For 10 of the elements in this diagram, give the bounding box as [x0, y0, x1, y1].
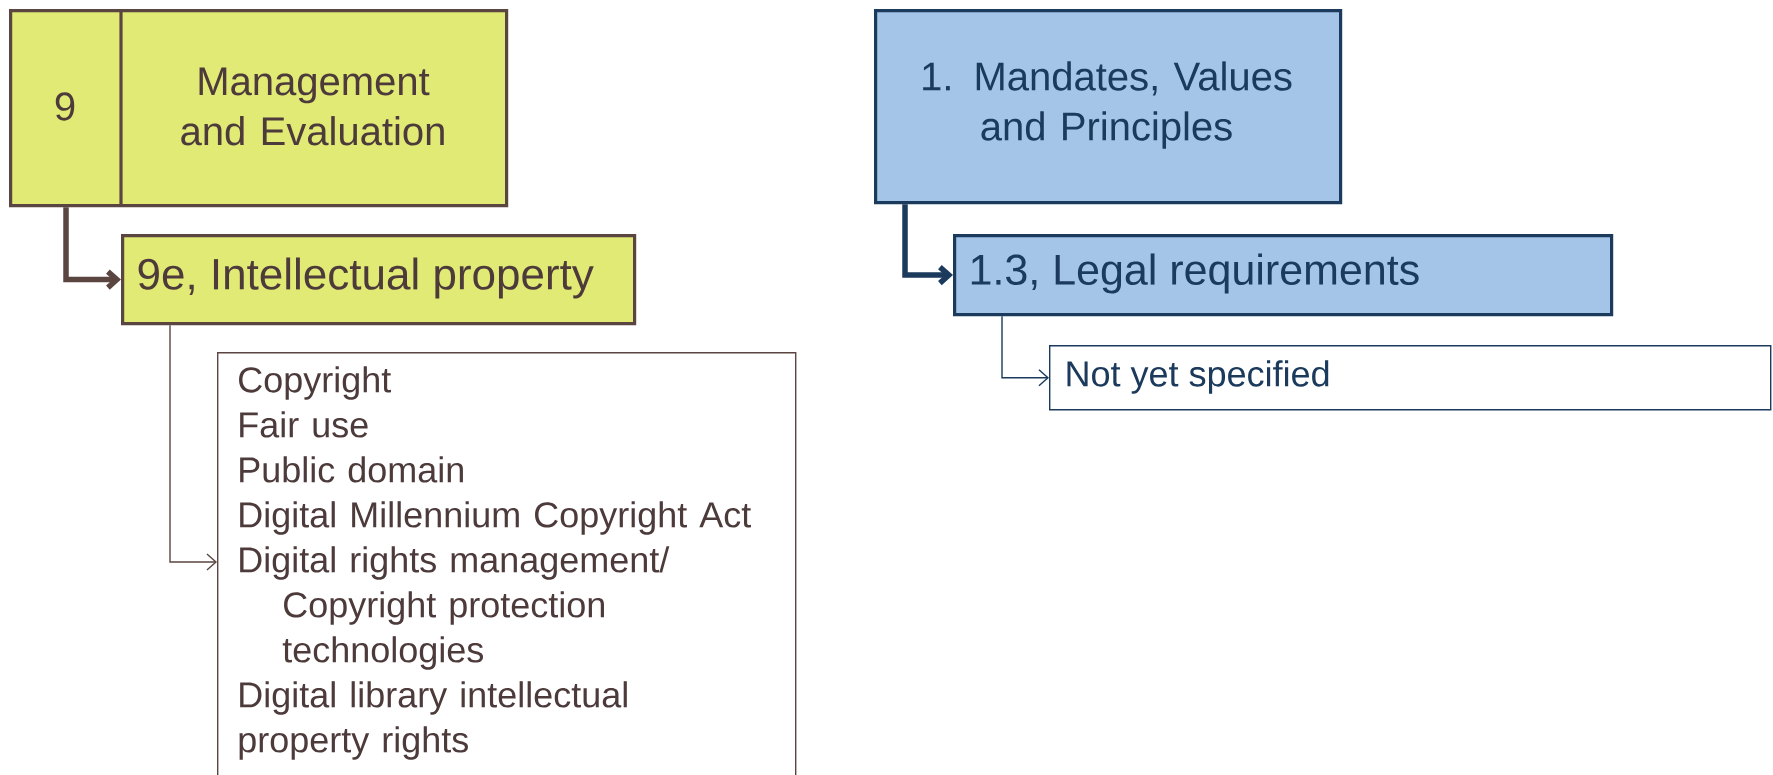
arrow: [902, 204, 953, 286]
arrow: [63, 207, 121, 290]
box: 1.3, Legal requirements: [953, 234, 1614, 317]
box: 9 Management and Evaluation: [9, 9, 509, 208]
box: Not yet specified: [1049, 345, 1772, 411]
box: Copyright Fair use Public domain Digital Millennium Copyright Act Digital rights management/ Copyright protection technologies Digital library intellectual property rights: [217, 352, 797, 775]
box: 1. Mandates, Values and Principles: [874, 9, 1343, 205]
box: 9e, Intellectual property: [121, 234, 637, 326]
arrow: [169, 324, 217, 571]
arrow: [1001, 315, 1049, 387]
